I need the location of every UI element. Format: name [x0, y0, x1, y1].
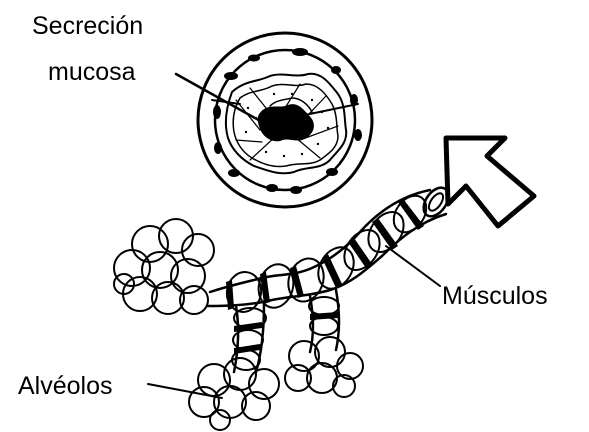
alveoli-cluster-upper: [114, 219, 214, 314]
label-muscles: Músculos: [442, 284, 548, 309]
direction-arrow: [446, 138, 534, 226]
alveoli-cluster-lower-right: [285, 337, 363, 397]
label-alveoli: Alvéolos: [18, 374, 113, 399]
label-secretion-line2: mucosa: [48, 60, 136, 85]
bronchial-tree: [114, 183, 453, 430]
bronchus-cross-section: [176, 33, 372, 207]
label-secretion-line1: Secreción: [32, 14, 143, 39]
